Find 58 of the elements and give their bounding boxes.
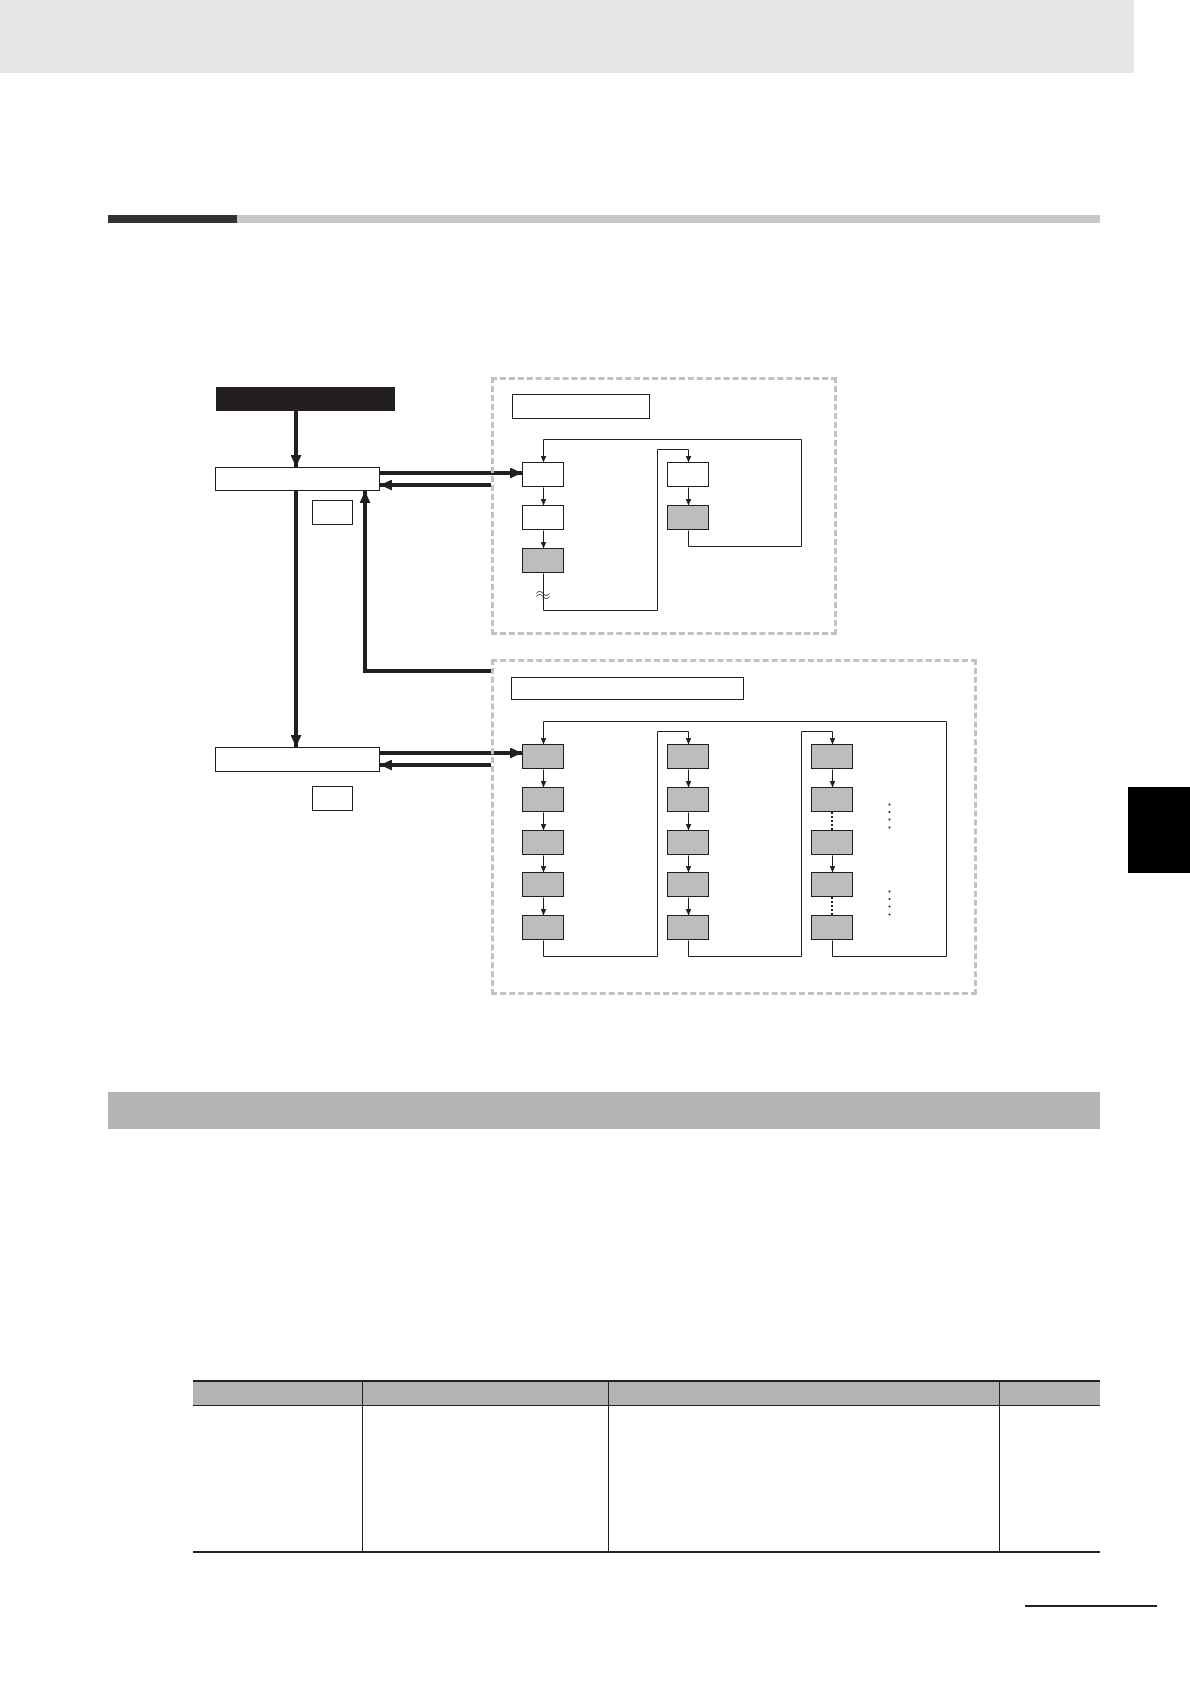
arrow [829,769,836,788]
step-box [522,505,564,530]
arrow [829,855,836,873]
arrow [290,411,302,467]
shaded-step-box [522,915,564,940]
arrow [688,731,836,957]
arrow [540,530,547,549]
arrow [540,769,547,788]
shaded-step-box [811,872,853,897]
arrow [380,479,491,491]
arrow [543,731,692,957]
arrow [540,855,547,873]
process-box [215,747,380,772]
filled-header-bar [216,387,395,411]
arrow [380,747,522,759]
shaded-step-box [667,505,709,530]
arrow [380,467,522,479]
arrow [540,439,802,547]
group-title-box [511,677,744,700]
dotted-connector [831,896,833,916]
small-box [312,786,353,811]
side-tab [1128,787,1190,873]
dotted-connector [831,811,833,831]
group-title-box [512,394,650,419]
arrow [540,812,547,831]
section-band [108,1092,1100,1129]
shaded-step-box [811,744,853,769]
step-box [522,462,564,487]
shaded-step-box [667,830,709,855]
arrow [540,897,547,916]
shaded-step-box [667,787,709,812]
arrow [685,487,692,506]
step-box [667,462,709,487]
shaded-step-box [522,744,564,769]
arrow [540,721,947,957]
arrow [290,491,302,747]
process-box [215,467,380,491]
arrow [540,487,547,506]
shaded-step-box [522,787,564,812]
shaded-step-box [667,915,709,940]
arrow [543,449,692,611]
arrow [359,491,491,673]
arrow [685,769,692,788]
shaded-step-box [667,872,709,897]
dashed-group-frame [491,659,977,995]
small-box [312,500,353,525]
arrow [685,812,692,831]
dashed-group-frame [491,377,837,635]
shaded-step-box [811,915,853,940]
shaded-step-box [522,548,564,573]
arrow [380,759,491,771]
shaded-step-box [667,744,709,769]
shaded-step-box [811,787,853,812]
shaded-step-box [522,872,564,897]
arrow [685,855,692,873]
shaded-step-box [522,830,564,855]
arrow [685,897,692,916]
shaded-step-box [811,830,853,855]
